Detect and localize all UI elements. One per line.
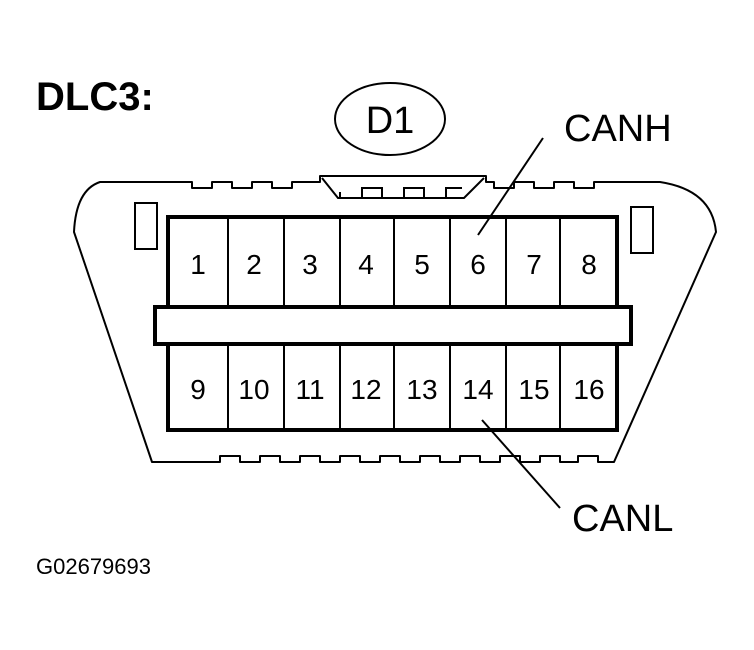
canl-leader-line (481, 419, 561, 509)
pin-4: 4 (358, 249, 374, 280)
pin-14: 14 (462, 374, 493, 405)
diagram-title: DLC3: (36, 75, 154, 119)
pin-6: 6 (470, 249, 486, 280)
pin-2: 2 (246, 249, 262, 280)
pin-3: 3 (302, 249, 318, 280)
pin-block-top (166, 215, 619, 311)
pin-15: 15 (518, 374, 549, 405)
figure-id: G02679693 (36, 554, 151, 579)
pin-7: 7 (526, 249, 542, 280)
pin-11: 11 (295, 374, 324, 405)
pin-16: 16 (573, 374, 604, 405)
connector-code: D1 (366, 100, 415, 142)
top-pin-dividers (227, 219, 561, 307)
canh-leader-line (477, 137, 544, 236)
canl-label: CANL (572, 498, 673, 540)
center-rib (153, 305, 633, 346)
pin-1: 1 (190, 249, 206, 280)
pin-10: 10 (238, 374, 269, 405)
right-latch (630, 206, 654, 254)
connector-housing (73, 175, 717, 463)
pin-block-bottom (166, 340, 619, 432)
pin-12: 12 (350, 374, 381, 405)
bottom-pin-dividers (227, 344, 561, 428)
left-latch (134, 202, 158, 250)
pin-8: 8 (581, 249, 597, 280)
pin-5: 5 (414, 249, 430, 280)
connector-key-notch (321, 177, 485, 199)
pin-9: 9 (190, 374, 206, 405)
canh-label: CANH (564, 108, 672, 150)
pin-13: 13 (406, 374, 437, 405)
connector-code-ellipse (334, 82, 446, 156)
